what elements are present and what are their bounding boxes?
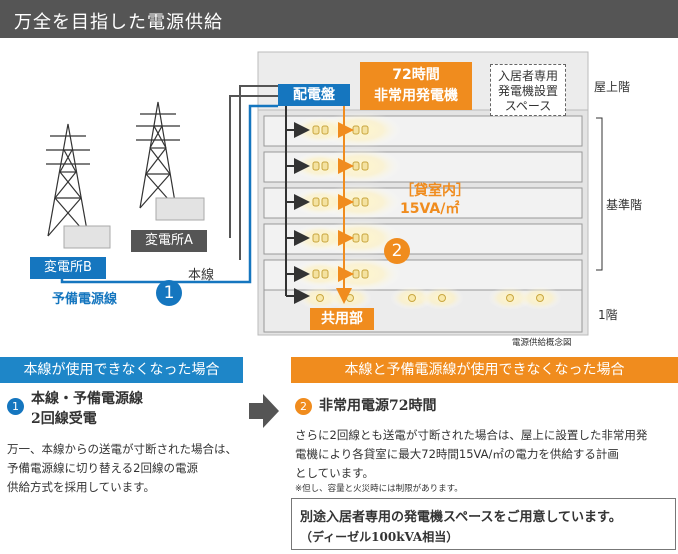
- rooftop-floor-label: 屋上階: [594, 80, 631, 94]
- generator-label: 非常用発電機: [374, 88, 458, 104]
- generator-hours: 72時間: [392, 67, 440, 83]
- right-section-heading: 本線と予備電源線が使用できなくなった場合: [291, 357, 678, 383]
- circle-number-1: 1: [156, 280, 182, 306]
- left-section-heading: 本線が使用できなくなった場合: [0, 357, 243, 383]
- unit-interior-label: ［貸室内］: [400, 183, 470, 199]
- substation-b-label: 変電所B: [30, 257, 106, 279]
- left-section-number: 1: [7, 398, 24, 415]
- power-supply-diagram: 変電所A 変電所B 本線 予備電源線 1 配電盤 72時間 非常用発電機 入居者…: [0, 38, 678, 350]
- left-section-title-1: 本線・予備電源線: [31, 391, 143, 407]
- emergency-generator-box: 72時間 非常用発電機: [360, 62, 472, 110]
- first-floor-label: 1階: [598, 308, 618, 322]
- distribution-board-label: 配電盤: [278, 84, 350, 106]
- unit-capacity-label: 15VA/㎡: [400, 201, 460, 217]
- tenant-space-box-line-1: 別途入居者専用の発電機スペースをご用意しています。: [300, 510, 622, 525]
- main-line-wire-2: [239, 85, 278, 260]
- tenant-space-box-line-2: （ディーゼル100kVA相当）: [300, 530, 459, 544]
- right-section-number: 2: [295, 398, 312, 415]
- substation-b-building: [63, 225, 111, 249]
- tenant-space-box: [291, 498, 676, 550]
- left-section-body-2: 予備電源線に切り替える2回線の電源: [7, 461, 198, 475]
- right-section-body-3: としています。: [295, 466, 375, 480]
- section-arrow-icon: [249, 394, 279, 428]
- right-section-title: 非常用電源72時間: [319, 398, 437, 414]
- substation-a-building: [155, 197, 205, 221]
- backup-line-wire: [60, 104, 278, 284]
- circle-number-2: 2: [384, 238, 410, 264]
- tower-b: [46, 123, 90, 237]
- standard-floor-label: 基準階: [606, 198, 643, 212]
- header-bar: [0, 0, 678, 38]
- main-line-label: 本線: [188, 268, 215, 283]
- left-section-body-1: 万一、本線からの送電が寸断された場合は、: [7, 442, 237, 456]
- floor-lamps: [312, 125, 369, 279]
- left-section-body-3: 供給方式を採用しています。: [7, 480, 156, 494]
- diagram-caption: 電源供給概念図: [512, 338, 572, 348]
- backup-line-label: 予備電源線: [52, 292, 118, 307]
- riser-orange: [336, 106, 354, 304]
- right-section-body-1: さらに2回線とも送電が寸断された場合は、屋上に設置した非常用発: [295, 428, 648, 442]
- tenant-generator-space: 入居者専用 発電機設置 スペース: [490, 64, 566, 116]
- floor-bracket: [596, 117, 603, 271]
- main-line-wire: [229, 95, 278, 238]
- substation-a-label: 変電所A: [131, 230, 207, 252]
- tower-a: [136, 101, 180, 209]
- right-section-body-2: 電機により各貸室に最大72時間15VA/㎡の電力を供給する計画: [295, 447, 619, 461]
- common-area-label: 共用部: [310, 308, 374, 330]
- riser-dark: [285, 102, 310, 304]
- right-section-note: ※但し、容量と火災時には制限があります。: [295, 484, 463, 494]
- left-section-title-2: 2回線受電: [31, 411, 97, 427]
- page-title: 万全を目指した電源供給: [14, 12, 223, 33]
